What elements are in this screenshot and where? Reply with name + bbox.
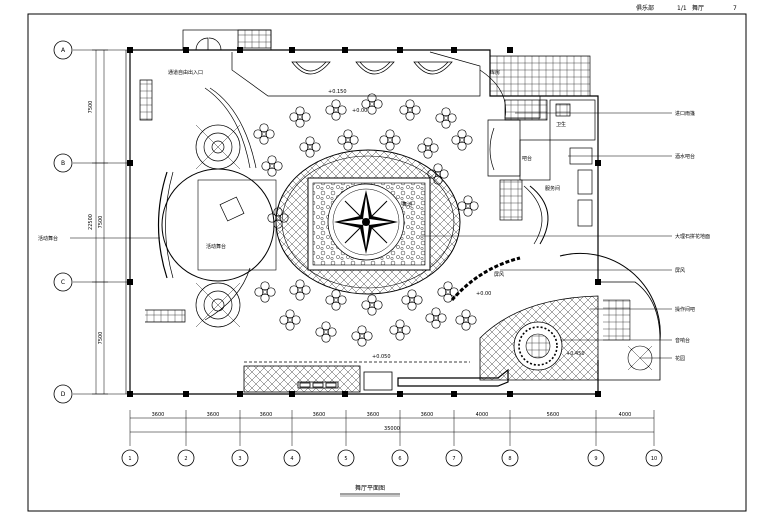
col-label-3: 3 xyxy=(238,456,241,462)
row-label-c: C xyxy=(61,279,65,286)
col-label-10: 10 xyxy=(651,456,657,462)
row-label-d: D xyxy=(61,391,66,398)
col-label-4: 4 xyxy=(290,456,293,462)
callout-lines-right xyxy=(420,112,672,359)
dim-bottom-7: 4000 xyxy=(476,412,489,418)
col-label-9: 9 xyxy=(594,456,597,462)
callout-screen: 屏风 xyxy=(675,268,685,274)
drawing-title: 舞厅平面图 xyxy=(355,484,385,492)
callout-drink-bar: 酒水吧台 xyxy=(675,153,695,160)
dim-bottom-9: 4000 xyxy=(619,412,632,418)
elev-b: +0.00 xyxy=(352,108,367,114)
upper-booths xyxy=(291,61,453,75)
dim-bottom-4: 3600 xyxy=(313,412,326,418)
callout-operation-bar: 操作间吧 xyxy=(675,306,695,313)
col-label-8: 8 xyxy=(508,456,511,462)
dim-bottom-3: 3600 xyxy=(260,412,273,418)
entrance-top xyxy=(182,29,272,51)
dim-left-3: 7500 xyxy=(98,332,104,345)
dim-left-2: 7500 xyxy=(98,216,104,229)
col-label-6: 6 xyxy=(398,456,401,462)
dim-left-total: 22500 xyxy=(88,214,94,230)
row-axes: A B C D xyxy=(53,40,130,404)
column-axes xyxy=(121,449,663,467)
dim-bottom-8: 5600 xyxy=(547,412,560,418)
elev-e: +0.050 xyxy=(372,354,391,360)
col-label-5: 5 xyxy=(344,456,347,462)
label-upper-entrance: 通道自由出入口 xyxy=(168,69,203,76)
header-block: 俱乐部 1/1 舞厅 7 xyxy=(636,4,737,12)
col-label-7: 7 xyxy=(452,456,455,462)
label-bar-room: 吧台 xyxy=(522,155,532,162)
elev-c: +0.00 xyxy=(476,291,491,297)
structural-columns xyxy=(127,47,601,397)
drawing-border xyxy=(27,13,747,512)
dim-bottom-6: 3600 xyxy=(421,412,434,418)
dim-bottom-2: 3600 xyxy=(207,412,220,418)
label-toilet: 卫生 xyxy=(556,121,566,128)
label-stage: 活动舞台 xyxy=(206,243,226,250)
elev-d: +0.450 xyxy=(566,351,585,357)
col-label-2: 2 xyxy=(184,456,187,462)
elev-a: +0.150 xyxy=(328,89,347,95)
header-sheet-code: 1/1 xyxy=(677,5,687,12)
callout-garden: 花园 xyxy=(675,355,685,362)
header-sheet-name: 舞厅 xyxy=(692,4,704,12)
bottom-bar-strip xyxy=(243,361,509,393)
callout-stage: 活动舞台 xyxy=(38,235,58,242)
dim-bottom-1: 3600 xyxy=(152,412,165,418)
callout-marble-floor: 大理石拼花地面 xyxy=(675,233,710,240)
dim-bottom-total: 35000 xyxy=(384,426,400,432)
callout-sound-desk: 音响台 xyxy=(675,337,690,344)
lower-right-platform xyxy=(479,252,661,381)
dimension-bottom xyxy=(129,410,655,446)
header-page-no: 7 xyxy=(733,5,737,12)
label-dance-floor: 舞池 xyxy=(402,201,412,208)
dimension-left xyxy=(92,49,108,395)
label-screen: 屏风 xyxy=(494,272,504,278)
dance-floor xyxy=(275,149,461,295)
col-label-1: 1 xyxy=(128,456,131,462)
row-label-b: B xyxy=(61,160,65,167)
callout-entrance-canopy: 进口雨篷 xyxy=(675,110,695,117)
header-project: 俱乐部 xyxy=(636,4,654,12)
dim-bottom-5: 3600 xyxy=(367,412,380,418)
bar-area xyxy=(479,55,596,245)
row-label-a: A xyxy=(61,47,66,54)
dim-left-1: 7500 xyxy=(88,101,94,114)
label-service: 服务间 xyxy=(545,185,560,192)
label-storage: 库房 xyxy=(490,69,500,76)
